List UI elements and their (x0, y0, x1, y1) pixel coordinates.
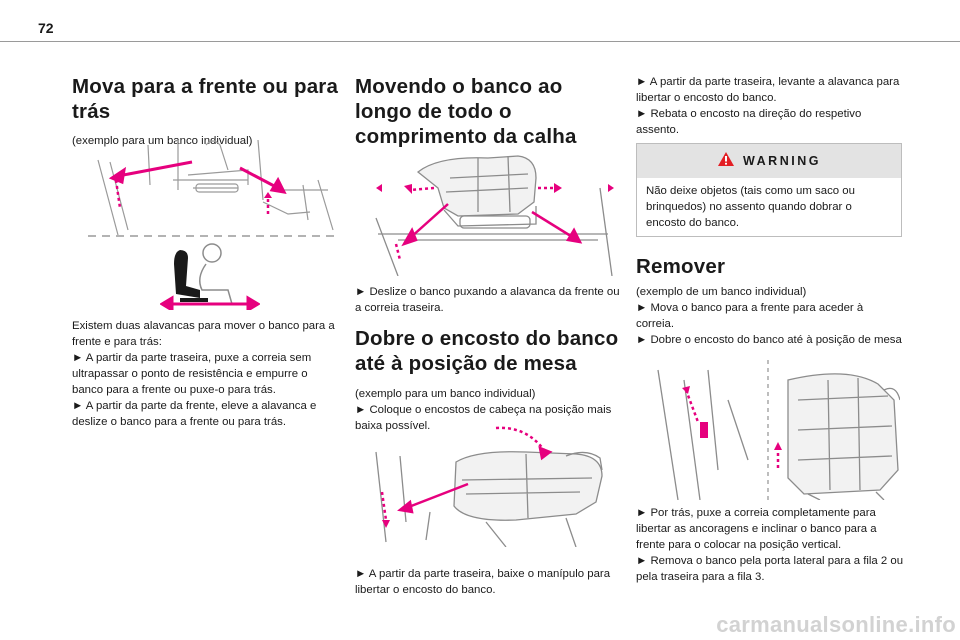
fold-instruction-headrest: ► Coloque o encostos de cabeça na posiçã… (355, 404, 612, 432)
col3-top-instructions: ► A partir da parte traseira, levante a … (636, 74, 904, 138)
fold-back-instruction: ► Rebata o encosto na direção do respeti… (636, 108, 862, 136)
header-rule (0, 41, 960, 42)
seat-slide-illustration (88, 140, 338, 240)
lever-instruction: ► A partir da parte traseira, levante a … (636, 76, 900, 104)
warning-header: WARNING (637, 144, 901, 178)
warning-box: WARNING Não deixe objetos (tais como um … (636, 143, 902, 237)
page-number: 72 (38, 20, 54, 36)
example-note: (exemplo para um banco individual) (355, 388, 536, 400)
warning-icon (717, 151, 735, 172)
section-title-remove: Remover (636, 255, 726, 278)
section-rail-text: ► Deslize o banco puxando a alavanca da … (355, 284, 620, 434)
remove-pull-strap: ► Por trás, puxe a correia completamente… (636, 507, 877, 551)
warning-text: Não deixe objetos (tais como um saco ou … (646, 185, 855, 229)
section-title-forward: Mova para a frente ou para trás (72, 75, 339, 123)
seat-fold-illustration (366, 422, 616, 547)
fold-release-text: ► A partir da parte traseira, baixe o ma… (355, 566, 620, 598)
remove-fold-table: ► Dobre o encosto do banco até à posição… (636, 334, 902, 346)
fold-instruction-release: ► A partir da parte traseira, baixe o ma… (355, 568, 611, 596)
rail-instruction: ► Deslize o banco puxando a alavanca da … (355, 286, 620, 314)
section-forward: Mova para a frente ou para trás (exemplo… (72, 74, 340, 149)
section-title-rail: Movendo o banco ao longo de todo o compr… (355, 75, 577, 148)
paragraph-rear-strap: ► A partir da parte traseira, puxe a cor… (72, 352, 312, 396)
section-remove: Remover (exemplo de um banco individual)… (636, 254, 904, 348)
remove-move-forward: ► Mova o banco para a frente para aceder… (636, 302, 864, 330)
paragraph-front-lever: ► A partir da parte da frente, eleve a a… (72, 400, 317, 428)
forward-instructions: Existem duas alavancas para mover o banc… (72, 318, 340, 430)
seat-rail-illustration (368, 148, 618, 276)
seat-removal-illustration (648, 360, 900, 500)
paragraph-intro: Existem duas alavancas para mover o banc… (72, 320, 335, 348)
remove-example: (exemplo de um banco individual) (636, 286, 807, 298)
section-title-fold: Dobre o encosto do banco até à posição d… (355, 327, 619, 375)
remove-through-door: ► Remova o banco pela porta lateral para… (636, 555, 904, 583)
warning-title: WARNING (743, 154, 821, 168)
seated-person-icon (160, 242, 260, 310)
section-rail: Movendo o banco ao longo de todo o compr… (355, 74, 620, 149)
remove-instructions: ► Por trás, puxe a correia completamente… (636, 505, 904, 585)
footer-watermark: carmanualsonline.info (716, 612, 956, 637)
dashed-divider (88, 232, 340, 240)
